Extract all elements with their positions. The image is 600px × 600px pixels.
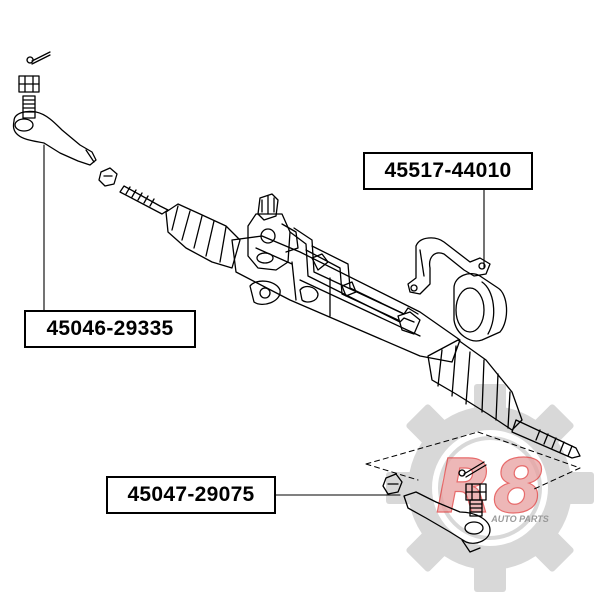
rack-housing [231,235,461,363]
castle-nut-icon [18,75,40,93]
lock-nut-icon [98,167,118,187]
cotter-pin-icon [26,51,51,65]
right-tie-rod-end [275,461,491,553]
right-boot [427,339,523,431]
left-inner-tie-rod [119,185,169,215]
rack-bushing-assembly [407,189,508,342]
left-boot [165,203,241,269]
pinion-valve-housing [247,193,299,271]
watermark-logo [386,384,594,592]
castle-nut-icon [465,483,487,501]
right-inner-tie-rod [511,419,581,459]
watermark-tagline: AUTO PARTS [490,514,549,524]
cotter-pin-icon [458,461,487,478]
watermark-logo-text: R8 [436,444,544,530]
part-label-right-tie-rod-end[interactable]: 45047-29075 [106,476,276,514]
stud-icon [469,499,483,517]
stud-icon [22,95,36,119]
exploded-view-guide [365,431,581,491]
part-label-bushing[interactable]: 45517-44010 [363,152,533,190]
hydraulic-lines [289,227,421,335]
part-label-left-tie-rod-end[interactable]: 45046-29335 [24,310,196,348]
lock-nut-icon [382,473,403,495]
left-tie-rod-end [12,51,118,311]
